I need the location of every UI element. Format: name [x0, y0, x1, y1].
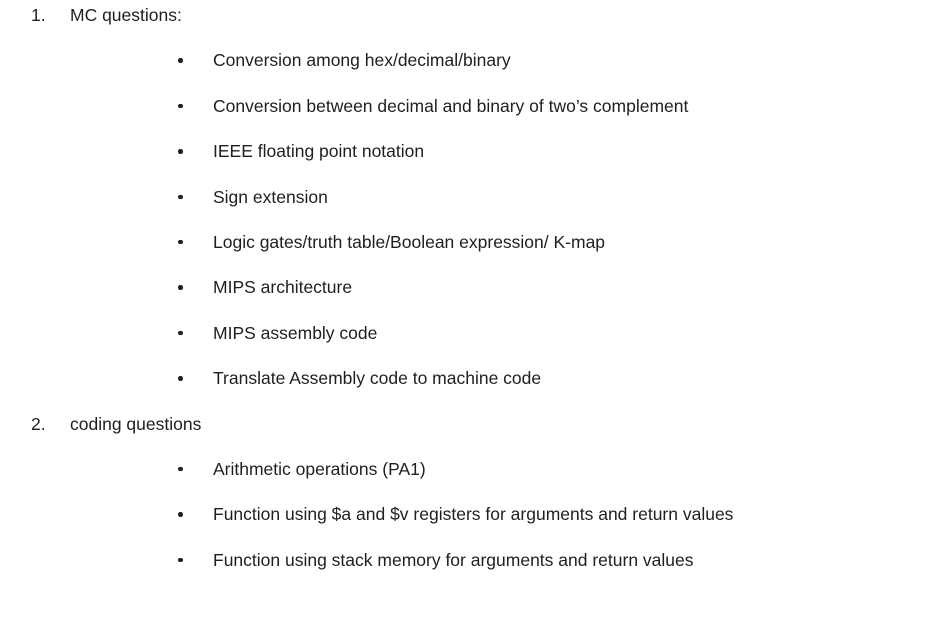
list-item-number: 2.: [31, 413, 46, 434]
bullet-text: IEEE floating point notation: [213, 141, 425, 162]
bullet-icon: [178, 194, 183, 200]
bullet-icon: [178, 466, 183, 472]
numbered-list-item: 2. coding questions: [0, 414, 936, 434]
outline-list: 1. MC questions: Conversion among hex/deci…: [0, 5, 936, 595]
bullet-text: Function using stack memory for argument…: [213, 549, 694, 570]
bullet-text: MIPS assembly code: [213, 322, 378, 343]
bullet-text: MIPS architecture: [213, 277, 353, 298]
bullet-icon: [178, 239, 183, 245]
bullet-list-item: IEEE floating point notation: [0, 141, 936, 161]
bullet-text: Sign extension: [213, 186, 328, 207]
bullet-list-item: Arithmetic operations (PA1): [0, 459, 936, 479]
bullet-list-item: Logic gates/truth table/Boolean expressi…: [0, 232, 936, 252]
bullet-list-item: Function using stack memory for argument…: [0, 550, 936, 570]
bullet-text: Conversion between decimal and binary of…: [213, 95, 689, 116]
list-item-number: 1.: [31, 5, 46, 25]
bullet-list-item: Conversion between decimal and binary of…: [0, 96, 936, 116]
numbered-list-item: 1. MC questions:: [0, 5, 936, 25]
bullet-icon: [178, 149, 183, 154]
bullet-list-item: Sign extension: [0, 187, 936, 207]
bullet-icon: [178, 557, 183, 563]
bullet-text: Arithmetic operations (PA1): [213, 458, 426, 479]
list-item-label: MC questions:: [70, 5, 182, 25]
bullet-list-item: MIPS assembly code: [0, 323, 936, 343]
bullet-icon: [178, 330, 183, 336]
bullet-list-item: Conversion among hex/decimal/binary: [0, 50, 936, 70]
bullet-text: Logic gates/truth table/Boolean expressi…: [213, 231, 606, 252]
bullet-icon: [178, 103, 183, 109]
bullet-icon: [178, 58, 183, 63]
bullet-text: Function using $a and $v registers for a…: [213, 504, 734, 525]
bullet-list-item: Translate Assembly code to machine code: [0, 368, 936, 388]
bullet-list-item: Function using $a and $v registers for a…: [0, 504, 936, 524]
bullet-icon: [178, 376, 183, 381]
bullet-icon: [178, 285, 183, 290]
bullet-list-item: MIPS architecture: [0, 277, 936, 297]
bullet-text: Conversion among hex/decimal/binary: [213, 50, 511, 71]
list-item-label: coding questions: [70, 413, 202, 434]
bullet-text: Translate Assembly code to machine code: [213, 368, 542, 389]
bullet-icon: [178, 512, 183, 517]
